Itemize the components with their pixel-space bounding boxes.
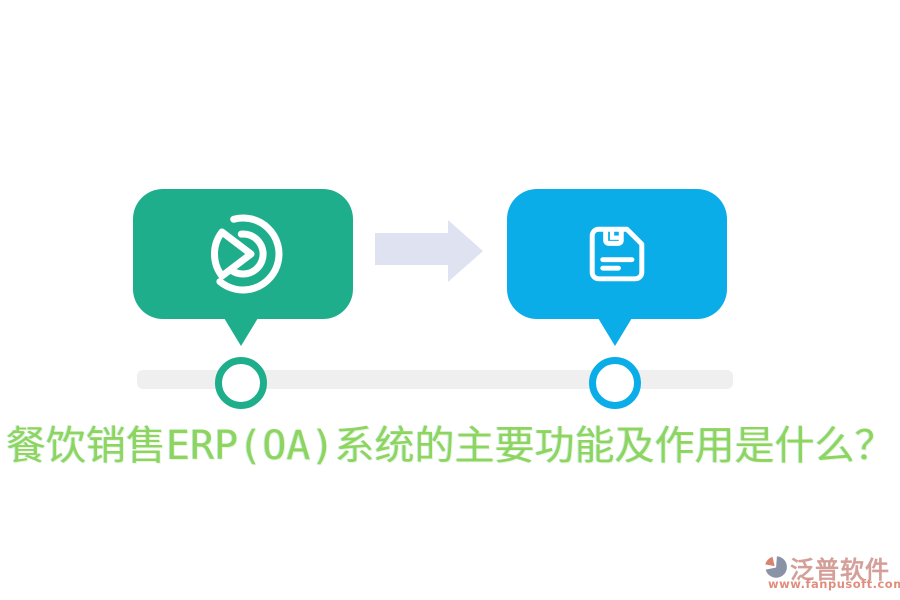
timeline-node-step-2	[589, 357, 641, 409]
bubble-tail-step-1	[224, 318, 258, 346]
page-title: 餐饮销售ERP(OA)系统的主要功能及作用是什么？	[6, 423, 895, 469]
floppy-disk-icon	[589, 226, 645, 282]
timeline-bar	[137, 370, 733, 389]
speech-bubble-step-2	[507, 189, 727, 319]
watermark-brand: 泛普软件	[790, 556, 890, 584]
watermark-url: www.fanpusoft.com	[768, 577, 900, 591]
watermark: 泛普软件 www.fanpusoft.com	[758, 548, 900, 594]
timeline-node-step-1	[215, 357, 267, 409]
pie-chart-icon	[211, 214, 283, 294]
speech-bubble-step-1	[133, 189, 353, 319]
bubble-tail-step-2	[598, 318, 632, 346]
arrow-right-icon	[375, 220, 483, 282]
fanpu-logo-icon	[763, 554, 789, 580]
